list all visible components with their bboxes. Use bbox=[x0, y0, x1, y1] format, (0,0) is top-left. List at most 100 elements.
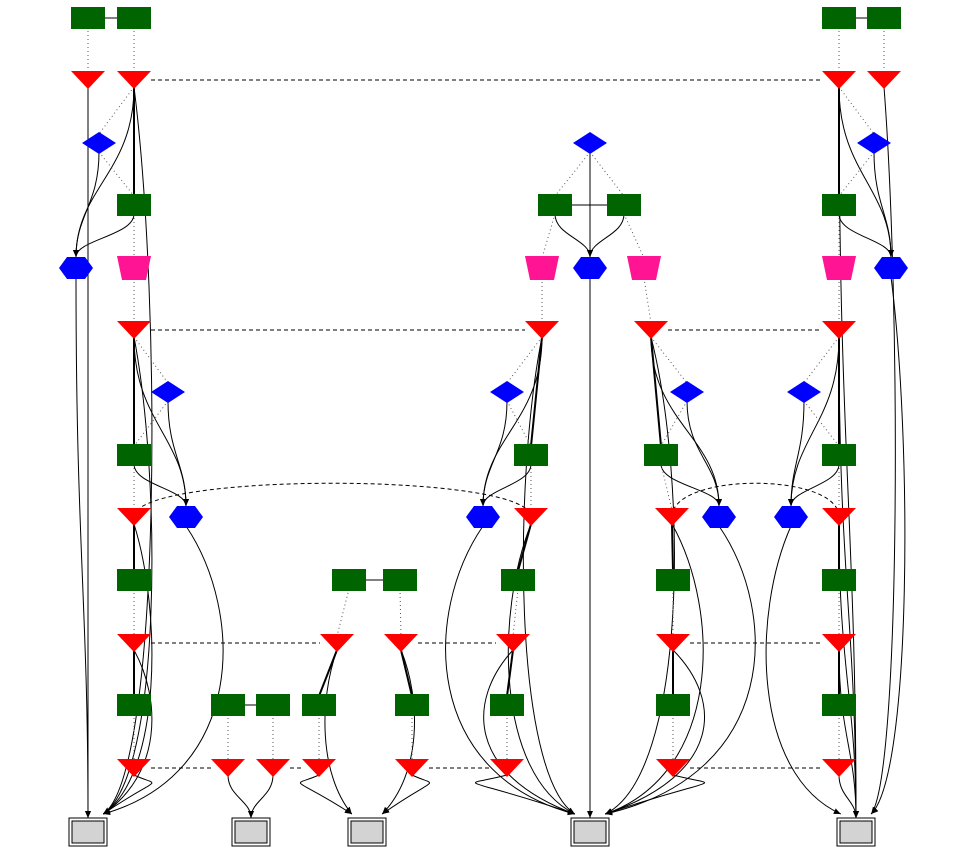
event-triangle[interactable] bbox=[822, 759, 856, 777]
edge-arrow bbox=[870, 276, 906, 815]
event-triangle[interactable] bbox=[117, 71, 151, 89]
edge-dot bbox=[554, 151, 591, 197]
sink-box[interactable] bbox=[570, 817, 610, 847]
process-box[interactable] bbox=[867, 7, 901, 29]
event-triangle[interactable] bbox=[496, 634, 530, 652]
event-triangle[interactable] bbox=[656, 759, 690, 777]
event-triangle[interactable] bbox=[514, 508, 548, 526]
process-box[interactable] bbox=[822, 444, 856, 466]
edge-bold bbox=[400, 649, 413, 697]
event-triangle[interactable] bbox=[71, 71, 105, 89]
process-box[interactable] bbox=[501, 569, 535, 591]
merge-hexagon[interactable] bbox=[169, 506, 203, 528]
event-triangle[interactable] bbox=[320, 634, 354, 652]
event-triangle[interactable] bbox=[525, 321, 559, 339]
sink-box[interactable] bbox=[68, 817, 108, 847]
trapezium-node[interactable] bbox=[525, 256, 559, 280]
event-triangle[interactable] bbox=[867, 71, 901, 89]
decision-diamond[interactable] bbox=[857, 132, 891, 154]
process-box[interactable] bbox=[822, 569, 856, 591]
process-box[interactable] bbox=[822, 194, 856, 216]
process-box[interactable] bbox=[117, 194, 151, 216]
event-triangle[interactable] bbox=[384, 634, 418, 652]
merge-hexagon[interactable] bbox=[573, 257, 607, 279]
edge-arrow bbox=[765, 525, 842, 815]
sink-box[interactable] bbox=[347, 817, 387, 847]
process-box[interactable] bbox=[656, 569, 690, 591]
process-box[interactable] bbox=[117, 7, 151, 29]
decision-diamond[interactable] bbox=[151, 381, 185, 403]
event-triangle[interactable] bbox=[117, 321, 151, 339]
process-box[interactable] bbox=[256, 694, 290, 716]
process-box[interactable] bbox=[822, 7, 856, 29]
process-box[interactable] bbox=[395, 694, 429, 716]
trapezium-node[interactable] bbox=[627, 256, 661, 280]
edge-dot bbox=[660, 400, 688, 447]
edge-arrow bbox=[788, 336, 840, 507]
event-triangle[interactable] bbox=[117, 634, 151, 652]
process-box[interactable] bbox=[71, 7, 105, 29]
sink-box[interactable] bbox=[231, 817, 271, 847]
process-box[interactable] bbox=[302, 694, 336, 716]
event-triangle[interactable] bbox=[822, 321, 856, 339]
edge-arrow bbox=[605, 523, 704, 815]
sink-box[interactable] bbox=[836, 817, 876, 847]
edge-arrow bbox=[73, 213, 135, 258]
decision-diamond[interactable] bbox=[490, 381, 524, 403]
event-triangle[interactable] bbox=[395, 759, 429, 777]
event-triangle[interactable] bbox=[117, 759, 151, 777]
edge-arrow bbox=[102, 774, 153, 815]
process-box[interactable] bbox=[822, 694, 856, 716]
process-box[interactable] bbox=[656, 694, 690, 716]
process-box[interactable] bbox=[607, 194, 641, 216]
decision-diamond[interactable] bbox=[787, 381, 821, 403]
event-triangle[interactable] bbox=[302, 759, 336, 777]
edge-arc bbox=[671, 482, 840, 518]
merge-hexagon[interactable] bbox=[466, 506, 500, 528]
edge-arrow bbox=[873, 151, 894, 258]
process-box[interactable] bbox=[332, 569, 366, 591]
merge-hexagon[interactable] bbox=[702, 506, 736, 528]
event-triangle[interactable] bbox=[822, 634, 856, 652]
process-box[interactable] bbox=[538, 194, 572, 216]
edge-dot bbox=[623, 213, 645, 259]
edge-dot bbox=[803, 400, 840, 447]
trapezium-node[interactable] bbox=[117, 256, 151, 280]
process-box[interactable] bbox=[117, 569, 151, 591]
edge-arrow bbox=[587, 213, 625, 258]
edge-arrow bbox=[788, 400, 805, 507]
process-box[interactable] bbox=[490, 694, 524, 716]
event-triangle[interactable] bbox=[256, 759, 290, 777]
event-triangle[interactable] bbox=[117, 508, 151, 526]
process-box[interactable] bbox=[383, 569, 417, 591]
event-triangle[interactable] bbox=[822, 508, 856, 526]
process-box[interactable] bbox=[211, 694, 245, 716]
process-box[interactable] bbox=[514, 444, 548, 466]
edge-arrow bbox=[133, 463, 189, 507]
decision-diamond[interactable] bbox=[670, 381, 704, 403]
trapezium-node[interactable] bbox=[822, 256, 856, 280]
event-triangle[interactable] bbox=[490, 759, 524, 777]
merge-hexagon[interactable] bbox=[774, 506, 808, 528]
edge-arrow bbox=[870, 86, 896, 815]
edge-dot bbox=[838, 151, 875, 197]
decision-diamond[interactable] bbox=[573, 132, 607, 154]
edge-dot bbox=[512, 588, 519, 637]
event-triangle[interactable] bbox=[211, 759, 245, 777]
process-box[interactable] bbox=[117, 444, 151, 466]
edge-arrow bbox=[838, 774, 859, 819]
decision-diamond[interactable] bbox=[82, 132, 116, 154]
event-triangle[interactable] bbox=[656, 634, 690, 652]
edge-arrow bbox=[102, 523, 153, 815]
event-triangle[interactable] bbox=[822, 71, 856, 89]
merge-hexagon[interactable] bbox=[59, 257, 93, 279]
edge-arrow bbox=[227, 774, 254, 819]
event-triangle[interactable] bbox=[634, 321, 668, 339]
process-box[interactable] bbox=[117, 694, 151, 716]
edge-arrow bbox=[838, 213, 894, 258]
process-box[interactable] bbox=[644, 444, 678, 466]
edge-dot bbox=[643, 277, 652, 324]
merge-hexagon[interactable] bbox=[874, 257, 908, 279]
event-triangle[interactable] bbox=[655, 508, 689, 526]
